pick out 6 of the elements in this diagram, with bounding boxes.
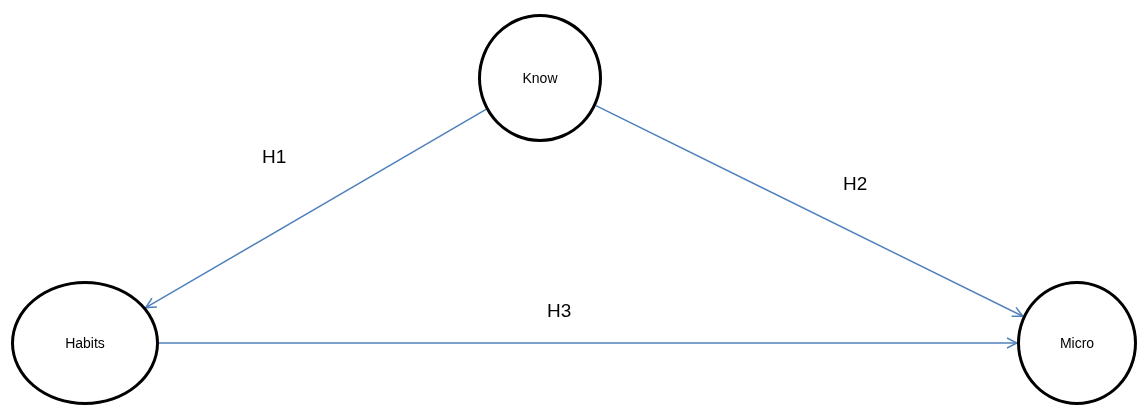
node-label: Micro xyxy=(1059,335,1095,351)
node-label: Habits xyxy=(65,335,105,351)
arrow xyxy=(145,108,487,309)
arrow xyxy=(595,104,1024,318)
node-label: Know xyxy=(522,70,558,86)
arrow xyxy=(158,337,1018,349)
